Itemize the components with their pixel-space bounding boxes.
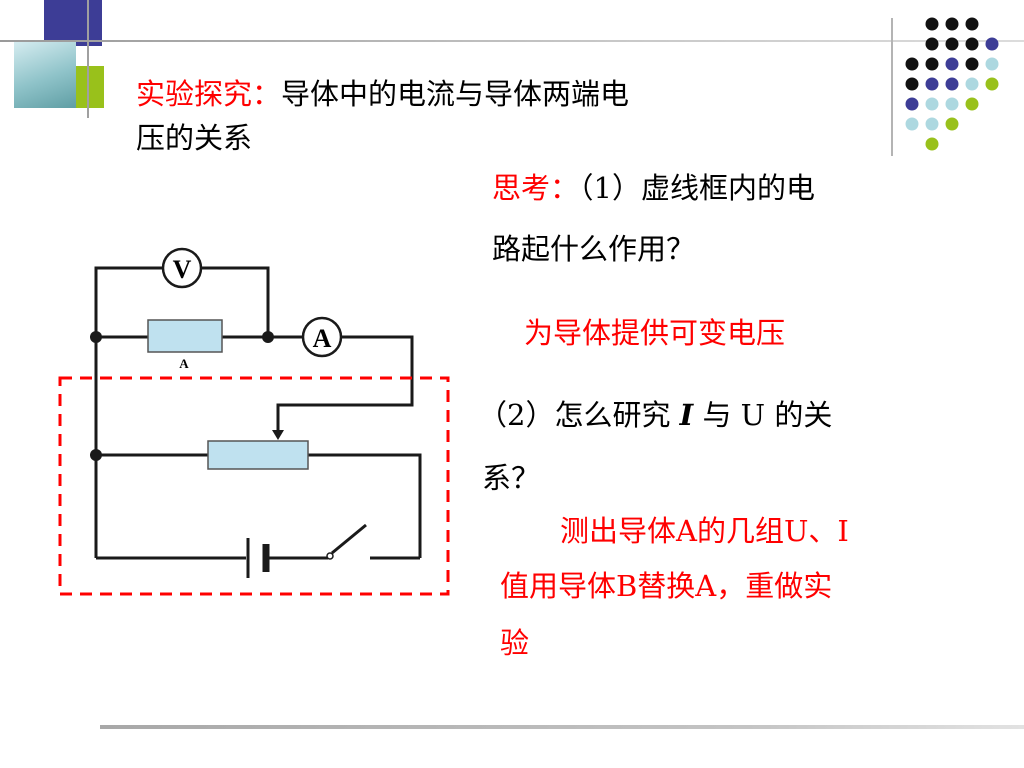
question-2-mid: 与 U 的关 [693, 398, 833, 432]
ammeter-label: A [313, 324, 332, 353]
question-1-line1: 思考：（1）虚线框内的电 [492, 168, 815, 208]
decor-square-blue [44, 0, 102, 46]
decor-dot [925, 117, 939, 131]
decor-dot [925, 97, 939, 111]
decor-dot [965, 57, 979, 71]
answer-2-line3: 验 [500, 626, 530, 660]
decor-dot [965, 77, 979, 91]
ammeter-icon [301, 316, 343, 358]
decor-dot [925, 77, 939, 91]
circuit-wires [94, 266, 422, 560]
question-2-prefix: （2）怎么研究 [478, 398, 680, 432]
question-2-I: I [679, 398, 694, 432]
question-1-text-2: 路起什么作用？ [492, 232, 696, 266]
question-2-line2: 系？ [482, 458, 540, 498]
decor-dot [945, 17, 959, 31]
junction-dot [90, 331, 102, 343]
question-2-line1: （2）怎么研究 I 与 U 的关 [478, 395, 832, 435]
decor-dot [965, 17, 979, 31]
voltmeter-icon [161, 247, 203, 289]
junction-dot [90, 449, 102, 461]
decor-line-vertical [87, 0, 89, 118]
title-text-1: 导体中的电流与导体两端电 [281, 77, 630, 111]
decor-dot [925, 37, 939, 51]
decor-dot [925, 57, 939, 71]
decor-dot [905, 57, 919, 71]
decor-dot [985, 57, 999, 71]
question-2-text-2: 系？ [482, 461, 541, 495]
decor-dot [905, 77, 919, 91]
slide-title-line1: 实验探究：导体中的电流与导体两端电 [136, 74, 629, 114]
decor-line-dots [891, 18, 893, 156]
decor-dot [965, 37, 979, 51]
decor-dot [945, 77, 959, 91]
dashed-frame [58, 376, 450, 596]
slider-arrow-icon [272, 430, 284, 440]
junction-dot [262, 331, 274, 343]
decor-line-horizontal [0, 40, 1024, 42]
decor-square-teal [14, 40, 76, 108]
answer-2-line2: 值用导体B替换A，重做实 [500, 569, 833, 603]
question-1-text: （1）虚线框内的电 [579, 171, 815, 205]
footer-line [100, 725, 1024, 729]
circuit-diagram: A V A [58, 247, 450, 596]
decor-dot [985, 37, 999, 51]
decor-dot [945, 117, 959, 131]
switch-contact [326, 552, 334, 560]
question-1-line2: 路起什么作用？ [492, 229, 695, 269]
thinking-label: 思考： [492, 171, 580, 205]
slide-title-line2: 压的关系 [136, 118, 252, 158]
decor-dot [945, 57, 959, 71]
title-text-2: 压的关系 [136, 121, 253, 155]
decor-dot [965, 97, 979, 111]
decor-dot-grid [905, 17, 999, 151]
answer-1: 为导体提供可变电压 [524, 316, 786, 350]
decor-dot [985, 77, 999, 91]
resistor-label: A [179, 356, 189, 371]
decor-dot [905, 97, 919, 111]
answer-2-line1: 测出导体A的几组U、I [560, 514, 849, 548]
decor-dot [945, 37, 959, 51]
decor-dot [905, 117, 919, 131]
decor-dot [925, 17, 939, 31]
resistor-A [147, 319, 223, 353]
rheostat [207, 440, 309, 470]
voltmeter-label: V [173, 255, 192, 284]
title-label: 实验探究： [136, 77, 282, 111]
decor-dot [925, 137, 939, 151]
decor-dot [945, 97, 959, 111]
